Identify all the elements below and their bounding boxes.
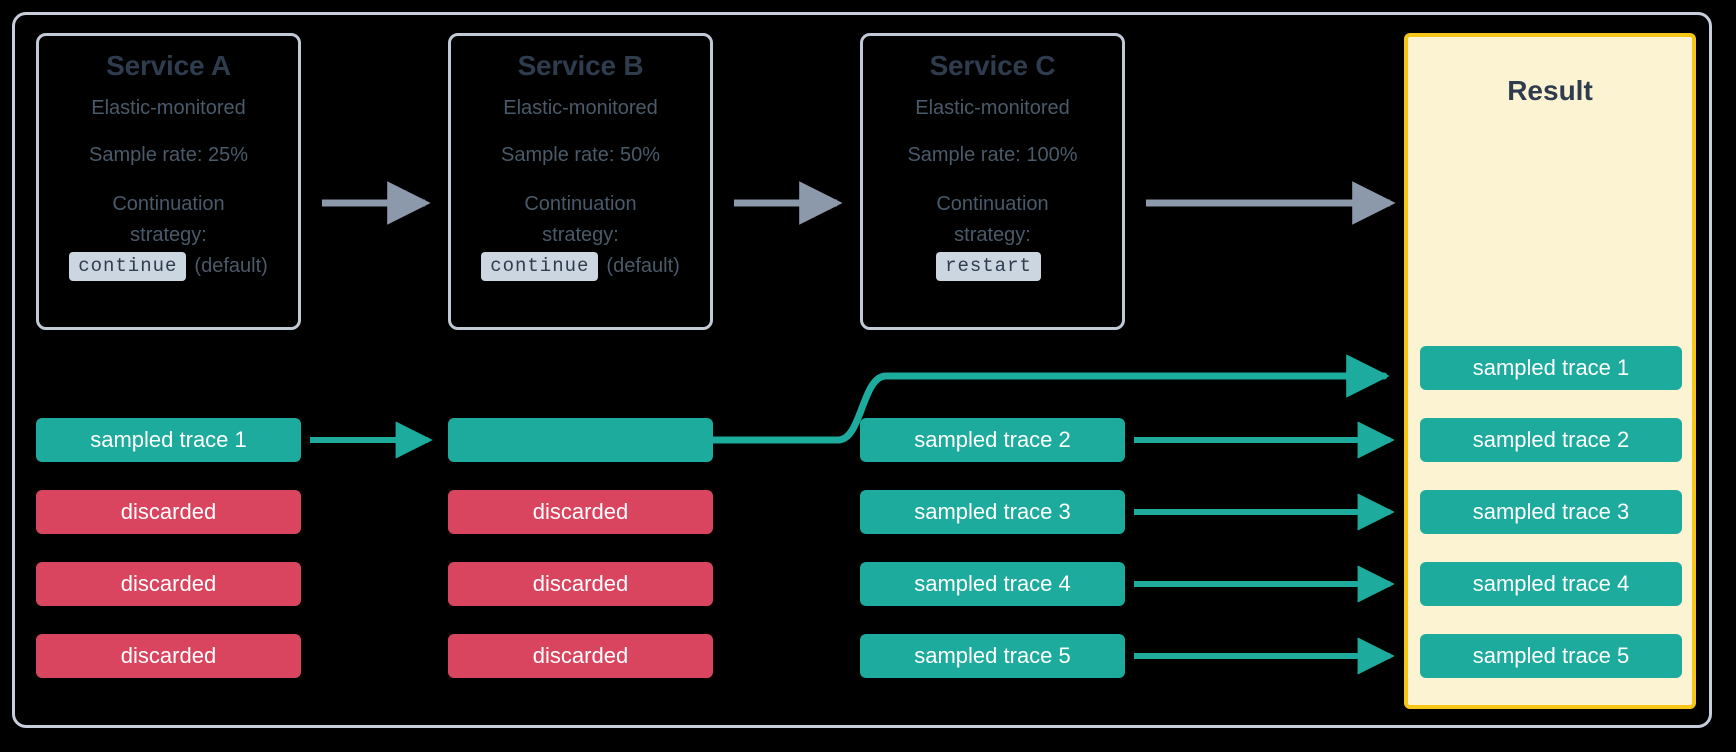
trace-pill-a-1[interactable]: sampled trace 1	[36, 418, 301, 462]
trace-pill-c-3[interactable]: sampled trace 3	[860, 490, 1125, 534]
service-card-b: Service B Elastic-monitored Sample rate:…	[448, 33, 713, 330]
service-c-strategy-label-line1: Continuation	[936, 193, 1049, 215]
trace-pill-b-4[interactable]: discarded	[448, 634, 713, 678]
service-card-c: Service C Elastic-monitored Sample rate:…	[860, 33, 1125, 330]
result-pill-4[interactable]: sampled trace 4	[1420, 562, 1682, 606]
service-c-strategy-label-line2: strategy:	[954, 224, 1031, 246]
service-a-strategy-value: continue	[69, 252, 187, 281]
trace-pill-c-2[interactable]: sampled trace 2	[860, 418, 1125, 462]
trace-pill-b-2[interactable]: discarded	[448, 490, 713, 534]
trace-pill-c-4[interactable]: sampled trace 4	[860, 562, 1125, 606]
service-a-strategy-label-line1: Continuation	[112, 193, 225, 215]
service-c-monitoring: Elastic-monitored	[915, 97, 1070, 119]
trace-pill-a-4[interactable]: discarded	[36, 634, 301, 678]
service-c-sample-rate: Sample rate: 100%	[907, 144, 1078, 166]
service-b-sample-rate: Sample rate: 50%	[501, 144, 660, 166]
trace-pill-b-1[interactable]	[448, 418, 713, 462]
service-a-strategy-note: (default)	[194, 255, 268, 277]
service-c-title: Service C	[929, 50, 1056, 81]
service-c-strategy-row: restart	[873, 252, 1112, 281]
result-title: Result	[1507, 75, 1593, 106]
diagram-outer-frame	[12, 12, 1712, 728]
service-b-strategy-row: continue (default)	[461, 252, 700, 281]
trace-pill-a-2[interactable]: discarded	[36, 490, 301, 534]
trace-pill-c-5[interactable]: sampled trace 5	[860, 634, 1125, 678]
service-b-strategy-label-line1: Continuation	[524, 193, 637, 215]
service-b-strategy-note: (default)	[606, 255, 680, 277]
trace-pill-b-3[interactable]: discarded	[448, 562, 713, 606]
service-a-title: Service A	[106, 50, 231, 81]
service-b-strategy-label-line2: strategy:	[542, 224, 619, 246]
service-b-monitoring: Elastic-monitored	[503, 97, 658, 119]
service-a-monitoring: Elastic-monitored	[91, 97, 246, 119]
service-c-strategy-value: restart	[936, 252, 1041, 281]
service-card-a: Service A Elastic-monitored Sample rate:…	[36, 33, 301, 330]
service-b-strategy-value: continue	[481, 252, 599, 281]
result-pill-5[interactable]: sampled trace 5	[1420, 634, 1682, 678]
trace-pill-a-3[interactable]: discarded	[36, 562, 301, 606]
service-b-title: Service B	[517, 50, 644, 81]
service-a-strategy-label-line2: strategy:	[130, 224, 207, 246]
result-pill-1[interactable]: sampled trace 1	[1420, 346, 1682, 390]
result-pill-2[interactable]: sampled trace 2	[1420, 418, 1682, 462]
service-a-strategy-row: continue (default)	[49, 252, 288, 281]
service-a-sample-rate: Sample rate: 25%	[89, 144, 248, 166]
result-pill-3[interactable]: sampled trace 3	[1420, 490, 1682, 534]
